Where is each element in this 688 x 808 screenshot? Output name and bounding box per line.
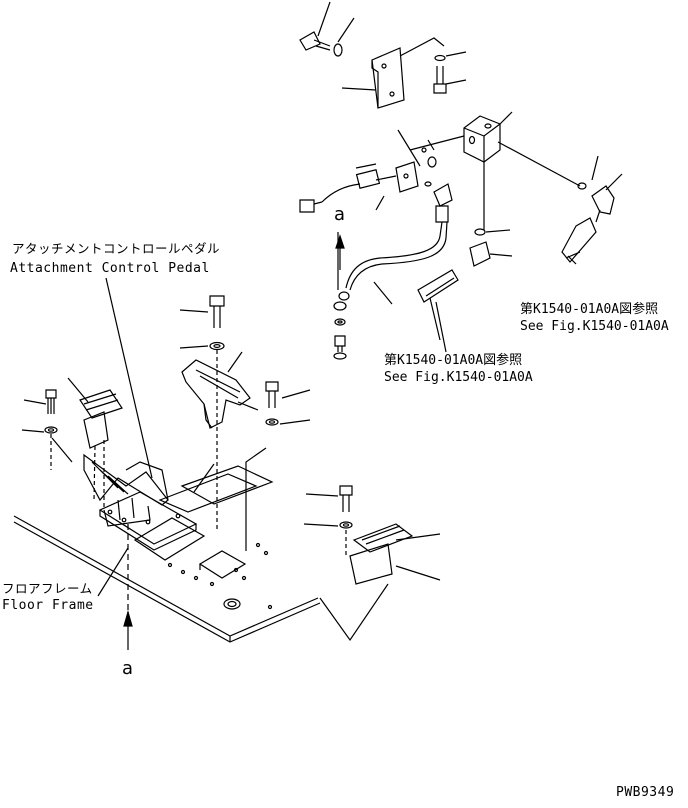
callout-a-bottom: a: [122, 658, 134, 679]
leader-lines: [98, 256, 576, 596]
sensor-cable: [300, 162, 418, 212]
bolt-right: [304, 486, 352, 556]
bracket-left: [80, 390, 122, 510]
mounting-plate-left: [100, 466, 272, 550]
fitting-right: [562, 156, 622, 262]
fitting-center-lower: [418, 229, 512, 340]
callout-a-top: a: [334, 204, 346, 225]
bolt-top-right: [434, 52, 466, 93]
arrow-a-top: [336, 236, 344, 270]
floor-frame-label-en: Floor Frame: [2, 598, 94, 613]
hydraulic-hose: [339, 206, 448, 304]
bolt-center: [180, 296, 224, 530]
see-fig-right-label-jp: 第K1540-01A0A図参照: [520, 302, 659, 317]
fittings-left-column: [334, 232, 346, 359]
floor-frame-plate: [14, 516, 320, 642]
bolt-left: [22, 378, 88, 470]
bracket-right: [320, 524, 440, 640]
see-fig-center-label-en: See Fig.K1540-01A0A: [384, 370, 533, 385]
arrow-a-bottom: [124, 524, 132, 650]
drawing-code: PWB9349: [616, 785, 675, 800]
bolt-right-center: [246, 382, 310, 552]
see-fig-center-label-jp: 第K1540-01A0A図参照: [384, 353, 523, 368]
fittings-center: [398, 130, 452, 206]
attachment-pedal-label-en: Attachment Control Pedal: [10, 261, 210, 276]
pedal-center: [182, 352, 258, 428]
attachment-pedal-label-jp: アタッチメントコントロールペダル: [12, 241, 221, 256]
see-fig-right-label-en: See Fig.K1540-01A0A: [520, 319, 669, 334]
attachment-control-pedal: [84, 455, 168, 526]
valve-block: [410, 112, 580, 230]
floor-frame-label-jp: フロアフレーム: [2, 581, 93, 596]
bracket-top: [342, 38, 444, 108]
bolt-top: [300, 2, 354, 56]
